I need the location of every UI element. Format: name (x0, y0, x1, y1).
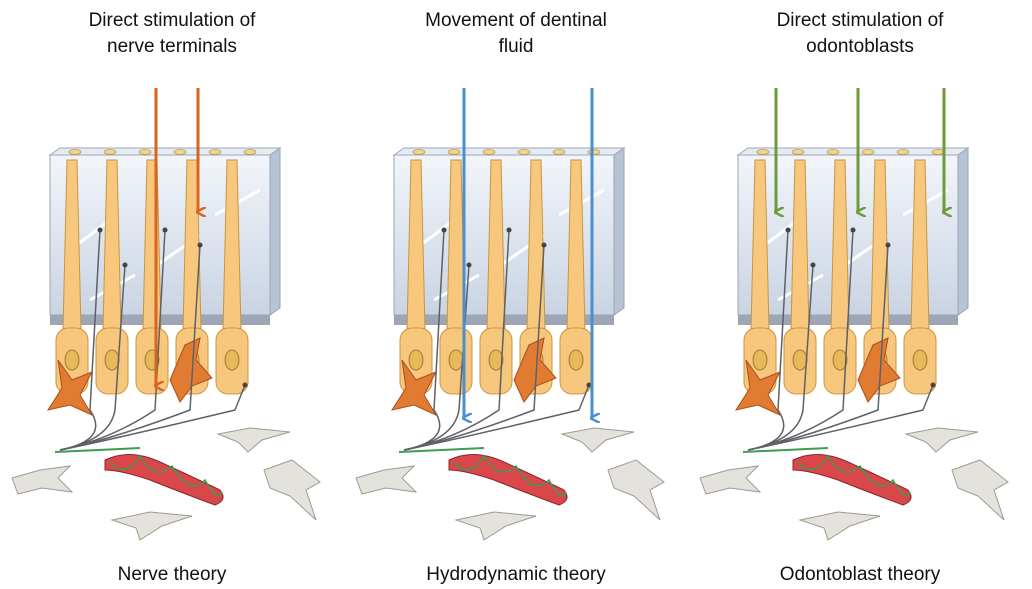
panel-theory-title: Odontoblast theory (688, 562, 1032, 588)
tubule-opening (897, 150, 909, 155)
panel-hydrodynamic-theory: Movement of dentinal fluid Hydrodynamic … (344, 0, 688, 589)
tubule-opening (862, 150, 874, 155)
panel-theory-title: Hydrodynamic theory (344, 562, 688, 588)
odontoblast-nucleus (753, 350, 767, 370)
nerve-terminal (786, 228, 791, 233)
fibroblast-cell (952, 460, 1008, 520)
odontoblast-nucleus (225, 350, 239, 370)
tubule-opening (174, 150, 186, 155)
fibroblast-cell (112, 512, 192, 540)
fibroblast-cell (608, 460, 664, 520)
dentin-side-face (958, 148, 968, 315)
nerve-terminal (886, 243, 891, 248)
fibroblast-cell (700, 466, 760, 494)
odontoblast-nucleus (913, 350, 927, 370)
tubule-opening (413, 150, 425, 155)
fibroblast-cell (264, 460, 320, 520)
tubule-opening (518, 150, 530, 155)
fibroblast-cell (356, 466, 416, 494)
nerve-terminal (467, 263, 472, 268)
nerve-terminal (442, 228, 447, 233)
panel-top-label: Direct stimulation of odontoblasts (688, 8, 1032, 60)
dentin-side-face (614, 148, 624, 315)
tubule-opening (69, 150, 81, 155)
tubule-opening (448, 150, 460, 155)
nerve-terminal (851, 228, 856, 233)
tubule-opening (483, 150, 495, 155)
illustration-odontoblast (688, 0, 1032, 589)
panel-nerve-theory: Direct stimulation of nerve terminals Ne… (0, 0, 344, 589)
tubule-opening (104, 150, 116, 155)
nerve-terminal (163, 228, 168, 233)
tubule-opening (827, 150, 839, 155)
nerve-terminal (542, 243, 547, 248)
odontoblast-nucleus (409, 350, 423, 370)
fibroblast-cell (800, 512, 880, 540)
nerve-terminal (98, 228, 103, 233)
odontoblast-nucleus (569, 350, 583, 370)
nerve-terminal (123, 263, 128, 268)
nerve-terminal (198, 243, 203, 248)
tubule-opening (792, 150, 804, 155)
dentin-side-face (270, 148, 280, 315)
tubule-opening (932, 150, 944, 155)
nerve-terminal (507, 228, 512, 233)
odontoblast-nucleus (105, 350, 119, 370)
fibroblast-cell (562, 428, 634, 452)
tubule-opening (209, 150, 221, 155)
odontoblast-nucleus (449, 350, 463, 370)
odontoblast-nucleus (65, 350, 79, 370)
nerve-terminal (811, 263, 816, 268)
tubule-opening (757, 150, 769, 155)
fibroblast-cell (906, 428, 978, 452)
panel-odontoblast-theory: Direct stimulation of odontoblasts Odont… (688, 0, 1032, 589)
panel-theory-title: Nerve theory (0, 562, 344, 588)
nerve-terminal (931, 383, 936, 388)
fibroblast-cell (456, 512, 536, 540)
tubule-opening (588, 150, 600, 155)
panel-top-label: Movement of dentinal fluid (344, 8, 688, 60)
tubule-opening (244, 150, 256, 155)
illustration-hydrodynamic (344, 0, 688, 589)
nerve-terminal (243, 383, 248, 388)
odontoblast-nucleus (793, 350, 807, 370)
fibroblast-cell (218, 428, 290, 452)
fibroblast-cell (12, 466, 72, 494)
panel-top-label: Direct stimulation of nerve terminals (0, 8, 344, 60)
tubule-opening (139, 150, 151, 155)
illustration-nerve (0, 0, 344, 589)
tubule-opening (553, 150, 565, 155)
